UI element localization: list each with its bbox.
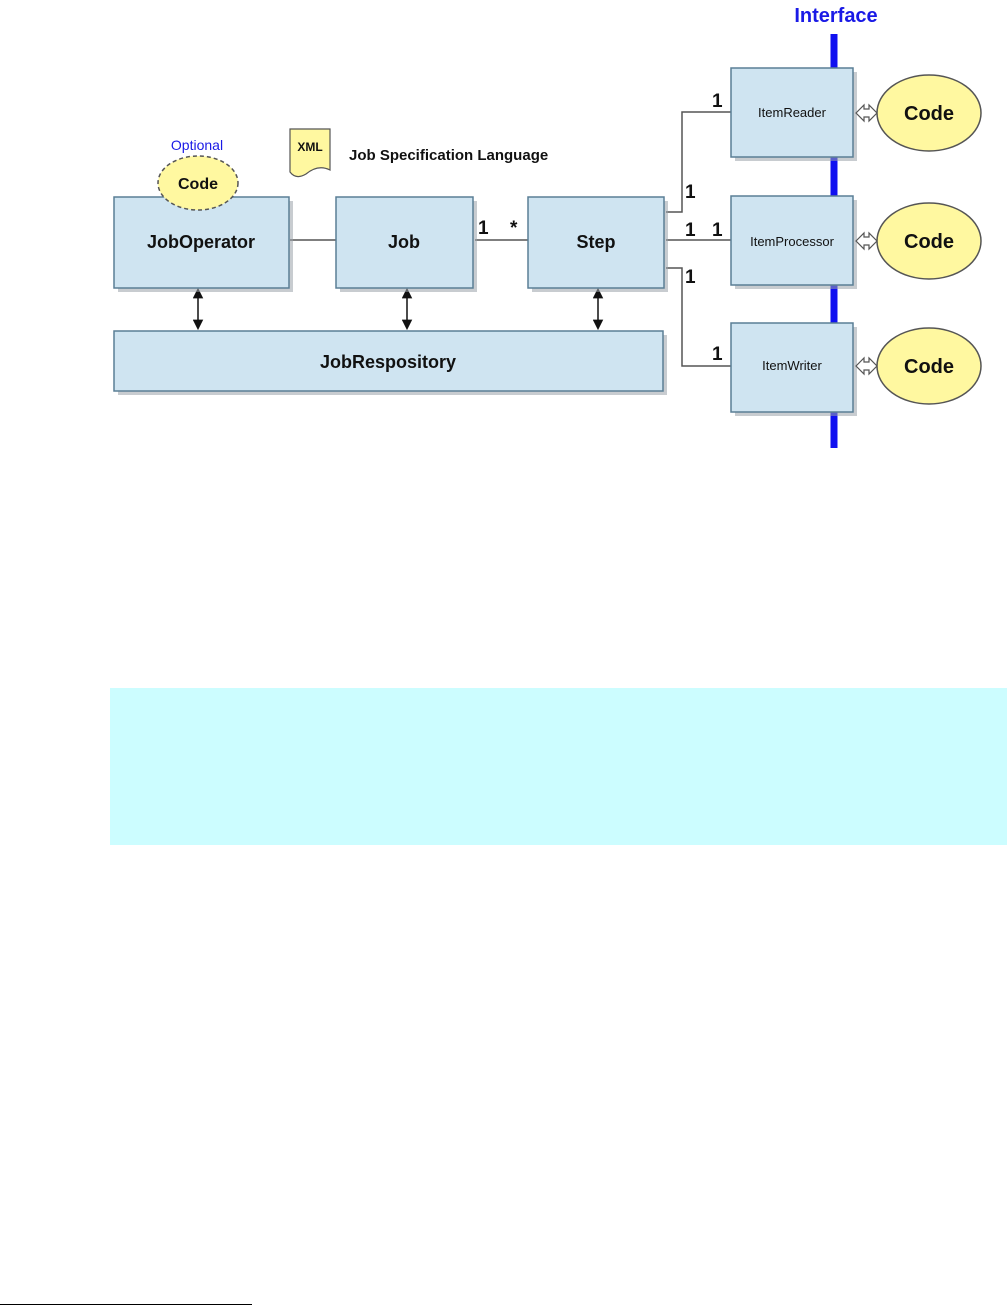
multiplicity-step-processor: 1 — [685, 220, 696, 241]
batch-architecture-diagram: Interface JobOperator Optional Code XML … — [113, 5, 982, 448]
multiplicity-writer: 1 — [712, 344, 723, 365]
optional-code-ellipse — [157, 155, 239, 211]
job-specification-language-label: Job Specification Language — [349, 147, 548, 164]
joboperator-label: JobOperator — [147, 232, 255, 252]
multiplicity-step-many: * — [510, 218, 518, 239]
highlighted-note-box — [110, 688, 1007, 845]
multiplicity-step-reader: 1 — [685, 182, 696, 203]
job-label: Job — [388, 232, 420, 252]
writer-code-connector-icon — [855, 356, 878, 376]
processor-code-connector-icon — [855, 231, 878, 251]
writer-code-label: Code — [904, 356, 954, 378]
step-box — [527, 196, 665, 289]
reader-code-ellipse — [876, 74, 982, 152]
processor-code-label: Code — [904, 231, 954, 253]
multiplicity-job-one: 1 — [478, 218, 489, 239]
multiplicity-step-writer: 1 — [685, 267, 696, 288]
optional-label: Optional — [171, 137, 223, 153]
joboperator-box — [113, 196, 290, 289]
reader-code-connector-icon — [855, 103, 878, 123]
footnote-separator — [0, 1304, 252, 1305]
itemreader-box — [730, 67, 854, 158]
step-label: Step — [576, 232, 615, 252]
job-box — [335, 196, 474, 289]
xml-icon-label: XML — [297, 140, 322, 154]
connector-step-itemwriter — [666, 267, 731, 367]
itemwriter-box — [730, 322, 854, 413]
itemprocessor-box — [730, 195, 854, 286]
multiplicity-reader: 1 — [712, 91, 723, 112]
writer-code-ellipse — [876, 327, 982, 405]
itemreader-label: ItemReader — [758, 105, 827, 120]
multiplicity-processor: 1 — [712, 220, 723, 241]
interface-label: Interface — [794, 5, 877, 27]
jobrepository-box — [113, 330, 664, 392]
jobrepository-label: JobRespository — [320, 352, 456, 372]
itemwriter-label: ItemWriter — [762, 358, 822, 373]
reader-code-label: Code — [904, 103, 954, 125]
itemprocessor-label: ItemProcessor — [750, 234, 834, 249]
optional-code-label: Code — [178, 176, 218, 193]
xml-document-icon — [289, 128, 331, 178]
connector-step-itemreader — [666, 111, 731, 213]
processor-code-ellipse — [876, 202, 982, 280]
